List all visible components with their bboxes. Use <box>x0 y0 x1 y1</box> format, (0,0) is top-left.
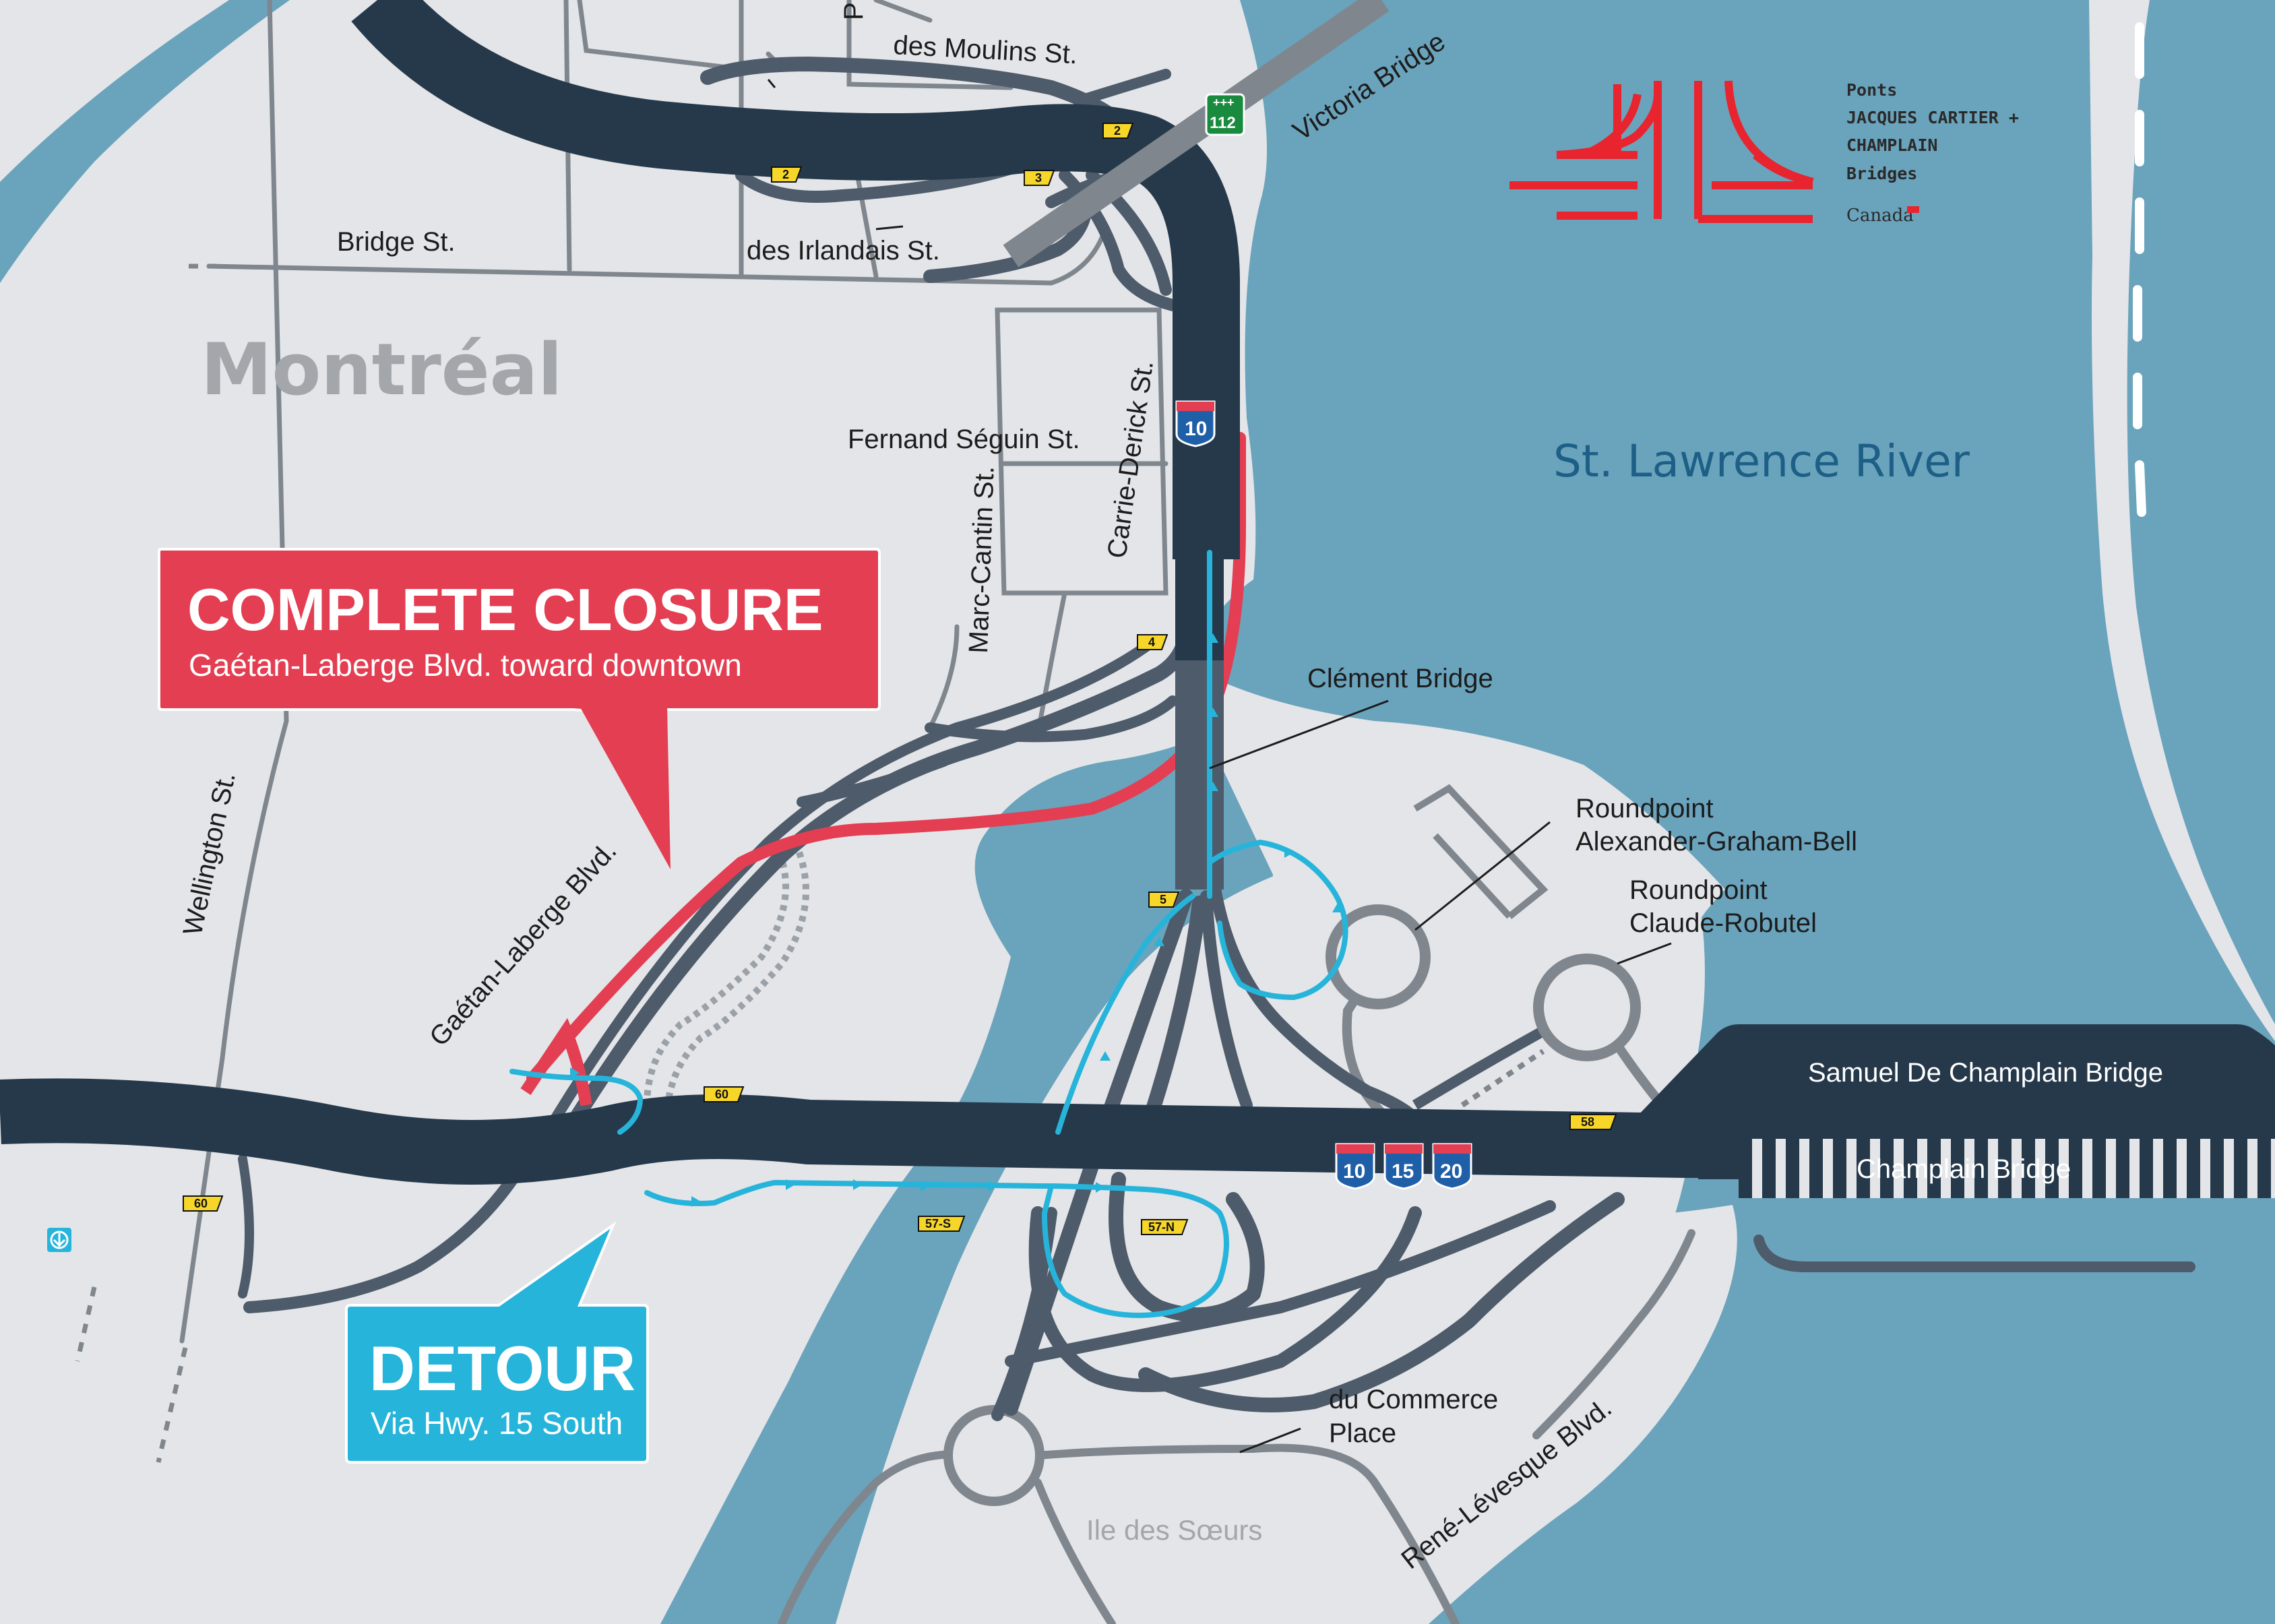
river-label: St. Lawrence River <box>1553 435 1970 487</box>
exit-57n: 57-N <box>1141 1219 1189 1235</box>
exit-3: 3 <box>1024 170 1055 186</box>
exit-5: 5 <box>1148 892 1180 908</box>
closure-callout: COMPLETE CLOSURE Gaétan-Laberge Blvd. to… <box>158 548 881 869</box>
detour-subtitle: Via Hwy. 15 South <box>371 1406 623 1441</box>
place-label: Place <box>1329 1418 1396 1448</box>
exit-2b: 2 <box>1102 123 1134 139</box>
svg-text:57-S: 57-S <box>925 1217 951 1230</box>
svg-text:60: 60 <box>715 1088 728 1101</box>
roundabout-commerce <box>943 1405 1045 1506</box>
svg-text:+++: +++ <box>1213 96 1235 109</box>
clement-bridge-label: Clément Bridge <box>1307 664 1493 693</box>
hwy-20-shield: 20 <box>1432 1143 1472 1190</box>
du-commerce-label: du Commerce <box>1329 1385 1498 1414</box>
island-roads <box>778 1229 1695 1624</box>
exit-4: 4 <box>1137 634 1168 650</box>
svg-text:10: 10 <box>1343 1160 1365 1183</box>
detour-route <box>509 550 1348 1318</box>
closure-title: COMPLETE CLOSURE <box>187 576 823 643</box>
champlain-label: Champlain Bridge <box>1857 1154 2071 1184</box>
exit-shields: 2 2 3 4 5 60 60 57-S 57-N 58 <box>183 123 1617 1235</box>
champlain-bridge <box>1739 1132 2275 1198</box>
closure-subtitle: Gaétan-Laberge Blvd. toward downtown <box>189 648 742 683</box>
exit-58: 58 <box>1569 1114 1617 1130</box>
metro-icon <box>47 1228 71 1252</box>
svg-text:58: 58 <box>1581 1115 1594 1129</box>
closure-route-2 <box>520 1018 592 1106</box>
right-strip-dashes <box>2133 22 2146 517</box>
detour-title: DETOUR <box>369 1333 635 1404</box>
bridge-st-label: Bridge St. <box>337 227 456 257</box>
svg-text:3: 3 <box>1035 171 1042 185</box>
local-roads-dashed <box>75 263 216 1463</box>
roundpoint-cr-label-2: Claude-Robutel <box>1629 908 1817 938</box>
detour-callout: DETOUR Via Hwy. 15 South <box>345 1221 649 1464</box>
top-cut-label: P <box>839 2 869 20</box>
logo-line3: CHAMPLAIN <box>1846 135 1937 155</box>
right-island <box>2089 0 2275 1041</box>
logo-line1: Ponts <box>1846 80 1897 100</box>
svg-text:4: 4 <box>1148 635 1155 649</box>
montreal-label: Montréal <box>201 328 562 411</box>
des-irlandais-label: des Irlandais St. <box>747 236 940 266</box>
svg-text:2: 2 <box>1114 124 1121 137</box>
hwy-10-shield: 10 <box>1335 1143 1375 1190</box>
champlain-lower-deck <box>1617 1119 2275 1139</box>
roundpoint-cr <box>1533 954 1641 1061</box>
island-label: Ile des Sœurs <box>1086 1514 1262 1546</box>
exit-57s: 57-S <box>918 1216 966 1232</box>
svg-text:5: 5 <box>1160 893 1166 906</box>
roundpoint-agb <box>1326 904 1431 1009</box>
victoria-bridge <box>1003 0 1390 268</box>
svg-text:112: 112 <box>1210 114 1236 132</box>
exit-60b: 60 <box>183 1195 224 1212</box>
logo-line4: Bridges <box>1846 164 1917 183</box>
detour-arrows <box>570 633 1343 1207</box>
marc-cantin-label: Marc-Cantin St. <box>964 466 1000 654</box>
svg-text:60: 60 <box>194 1197 208 1210</box>
svg-text:20: 20 <box>1440 1160 1462 1183</box>
samuel-de-champlain-label: Samuel De Champlain Bridge <box>1808 1058 2163 1088</box>
leader-lines <box>767 79 1672 1454</box>
svg-text:57-N: 57-N <box>1148 1220 1175 1234</box>
roundpoint-agb-label-2: Alexander-Graham-Bell <box>1576 827 1857 856</box>
jcc-logo: Ponts JACQUES CARTIER + CHAMPLAIN Bridge… <box>1509 80 2019 226</box>
canada-flag-icon <box>1907 206 1919 213</box>
hwy-15-shield: 15 <box>1383 1143 1424 1190</box>
logo-line2: JACQUES CARTIER + <box>1846 108 2019 127</box>
route-112-shield: +++ 112 <box>1205 93 1245 136</box>
hwy-10-top-shield: 10 <box>1175 400 1216 447</box>
logo-canada: Canada <box>1846 206 1914 226</box>
local-roads <box>179 0 1168 1344</box>
roundpoint-cr-label-1: Roundpoint <box>1629 875 1768 905</box>
exit-2a: 2 <box>771 166 803 183</box>
svg-text:10: 10 <box>1185 418 1207 440</box>
fernand-seguin-label: Fernand Séguin St. <box>848 425 1080 454</box>
svg-text:15: 15 <box>1392 1160 1414 1183</box>
svg-text:2: 2 <box>782 168 789 181</box>
exit-60a: 60 <box>704 1086 745 1102</box>
roundpoint-agb-label-1: Roundpoint <box>1576 794 1714 823</box>
